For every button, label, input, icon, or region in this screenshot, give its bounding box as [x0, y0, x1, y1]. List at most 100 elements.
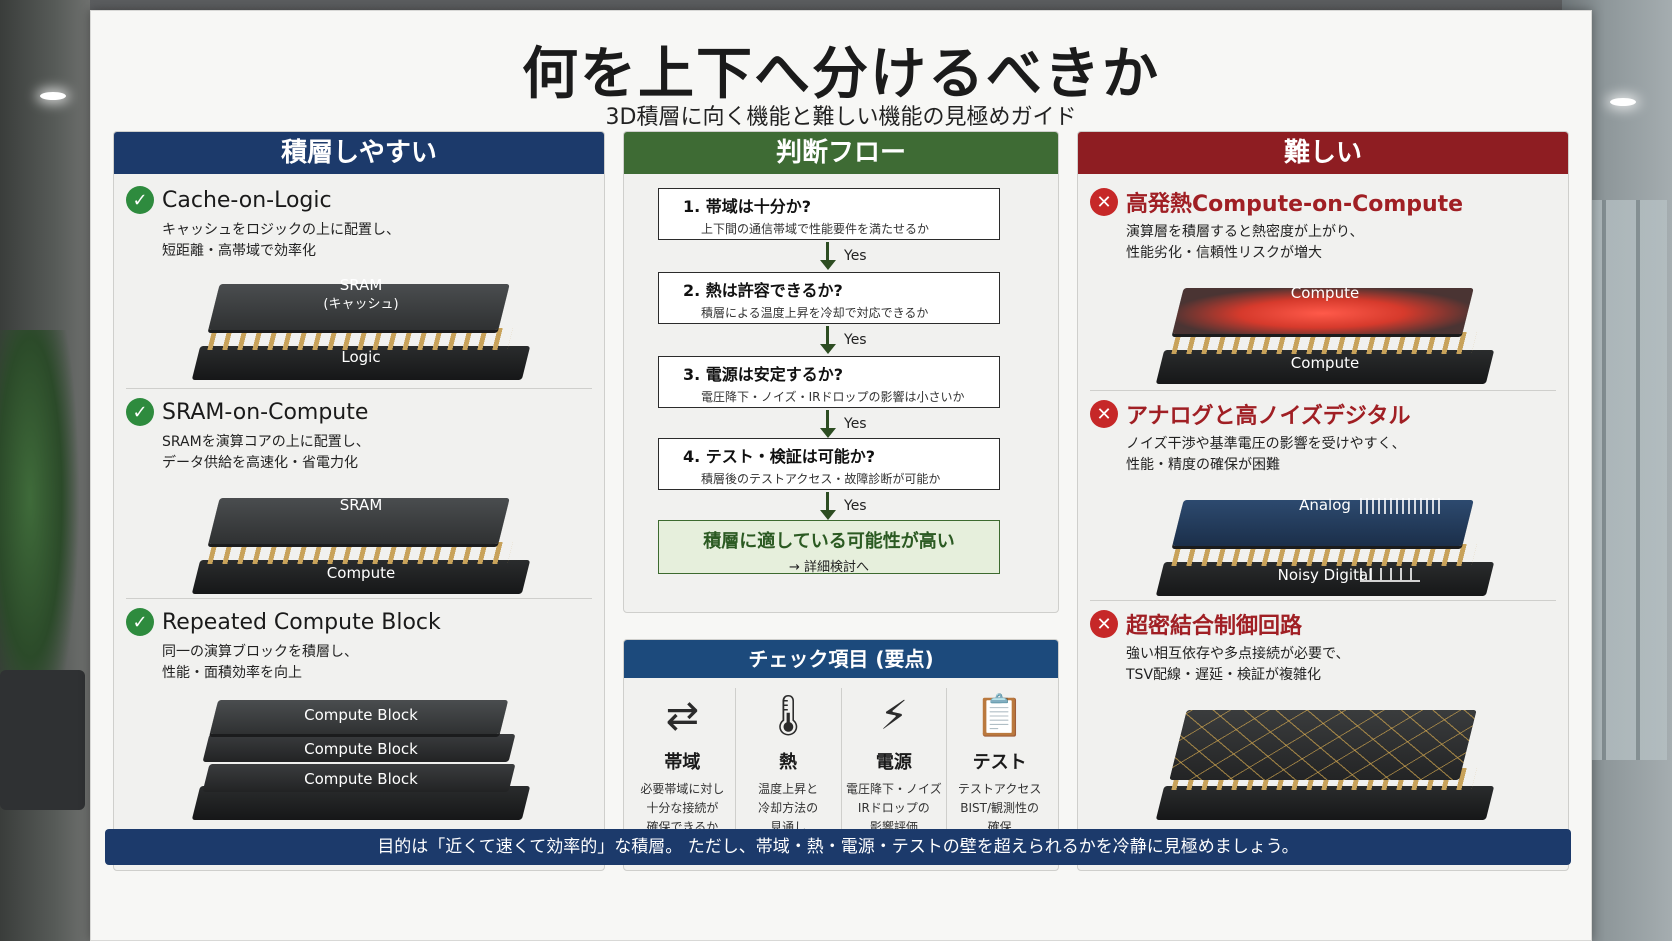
- divider: [126, 598, 592, 599]
- thermometer-icon: 🌡: [762, 693, 814, 739]
- check-desc: 電圧降下・ノイズ IRドロップの 影響評価: [846, 782, 942, 834]
- item-desc-line2: データ供給を高速化・省電力化: [162, 455, 358, 471]
- hard-item-analog-noisy-digital: ✕ アナログと高ノイズデジタル ノイズ干渉や基準電圧の影響を受けやすく、 性能・…: [1090, 398, 1556, 596]
- pot-decoration: [0, 670, 85, 810]
- check-test: 📋 テスト テストアクセス BIST/観測性の 確保: [947, 688, 1052, 858]
- item-title: アナログと高ノイズデジタル: [1126, 404, 1411, 429]
- ceiling-light: [1610, 98, 1636, 106]
- cross-icon: ✕: [1090, 188, 1118, 216]
- flow-subtext: 積層後のテストアクセス・故障診断が可能か: [701, 472, 941, 486]
- flow-step-4: 4. テスト・検証は可能か? 積層後のテストアクセス・故障診断が可能か: [658, 438, 1000, 490]
- check-icon: ✓: [126, 398, 154, 426]
- arrows-icon: ⇄: [665, 693, 700, 739]
- arrow-down-icon: [820, 492, 836, 522]
- flow-subtext: 上下間の通信帯域で性能要件を満たせるか: [701, 222, 930, 236]
- poster-subtitle: 3D積層に向く機能と難しい機能の見極めガイド: [605, 105, 1077, 130]
- chip-top-label: Compute: [1290, 284, 1360, 302]
- chip-top-sublabel: (キャッシュ): [323, 297, 399, 312]
- item-title: Repeated Compute Block: [162, 609, 441, 635]
- flow-step-1: 1. 帯域は十分か? 上下間の通信帯域で性能要件を満たせるか: [658, 188, 1000, 240]
- flow-yes-label: Yes: [844, 332, 867, 348]
- panel-checks-header: チェック項目 (要点): [624, 640, 1058, 678]
- flow-result: 積層に適している可能性が高い → 詳細検討へ: [658, 520, 1000, 575]
- flow-yes-label: Yes: [844, 498, 867, 514]
- footer-message: 目的は「近くて速くて効率的」な積層。 ただし、帯域・熱・電源・テストの壁を超えら…: [105, 829, 1571, 865]
- chip-layer-label: Compute Block: [304, 740, 418, 758]
- arrow-down-icon: [820, 242, 836, 272]
- chip-top-label: Analog: [1299, 496, 1351, 514]
- chip-illustration: Compute Block Compute Block Compute Bloc…: [191, 690, 531, 820]
- chip-top-label: SRAM: [339, 276, 383, 294]
- item-desc-line1: キャッシュをロジックの上に配置し、: [162, 222, 400, 238]
- flow-result-sub: → 詳細検討へ: [788, 560, 870, 575]
- flow-question: 1. 帯域は十分か?: [683, 197, 812, 216]
- lightning-icon: ⚡: [879, 693, 908, 739]
- divider: [1090, 390, 1556, 391]
- flow-yes-label: Yes: [844, 416, 867, 432]
- chip-illustration: Analog Noisy Digital: [1155, 484, 1495, 602]
- cross-icon: ✕: [1090, 400, 1118, 428]
- panel-difficult: 難しい ✕ 高発熱Compute-on-Compute 演算層を積層すると熱密度…: [1077, 131, 1569, 871]
- flow-question: 4. テスト・検証は可能か?: [683, 447, 876, 466]
- divider: [126, 388, 592, 389]
- mesh-network-icon: [1169, 710, 1477, 780]
- chip-bottom-label: Noisy Digital: [1277, 566, 1373, 584]
- arrow-down-icon: [820, 326, 836, 356]
- item-desc-line2: 性能・精度の確保が困難: [1126, 457, 1280, 473]
- item-desc-line2: 性能・面積効率を向上: [162, 665, 302, 681]
- easy-item-repeated-compute: ✓ Repeated Compute Block 同一の演算ブロックを積層し、 …: [126, 606, 592, 820]
- item-desc-line1: 同一の演算ブロックを積層し、: [162, 644, 358, 660]
- item-title: Cache-on-Logic: [162, 187, 332, 213]
- check-title: 熱: [779, 752, 798, 773]
- clipboard-icon: 📋: [974, 693, 1025, 739]
- check-title: 帯域: [664, 752, 701, 773]
- ceiling-light: [40, 92, 66, 100]
- chip-illustration: SRAM (キャッシュ) Logic: [191, 268, 531, 386]
- chip-illustration: SRAM Compute: [191, 482, 531, 600]
- poster-board: 何を上下へ分けるべきか 3D積層に向く機能と難しい機能の見極めガイド 積層しやす…: [90, 10, 1592, 941]
- easy-item-sram-on-compute: ✓ SRAM-on-Compute SRAMを演算コアの上に配置し、 データ供給…: [126, 396, 592, 594]
- item-title: 高発熱Compute-on-Compute: [1126, 192, 1464, 217]
- chip-bottom-label: Logic: [341, 348, 381, 366]
- easy-item-cache-on-logic: ✓ Cache-on-Logic キャッシュをロジックの上に配置し、 短距離・高…: [126, 184, 592, 380]
- item-desc-line2: 性能劣化・信頼性リスクが増大: [1126, 245, 1322, 261]
- item-desc-line1: 演算層を積層すると熱密度が上がり、: [1126, 224, 1364, 240]
- panel-easy: 積層しやすい ✓ Cache-on-Logic キャッシュをロジックの上に配置し…: [113, 131, 605, 871]
- chip-top-label: SRAM: [339, 496, 383, 514]
- chip-illustration: Compute Compute: [1155, 272, 1495, 390]
- poster-title: 何を上下へ分けるべきか: [522, 42, 1160, 107]
- check-power: ⚡ 電源 電圧降下・ノイズ IRドロップの 影響評価: [842, 688, 948, 858]
- panel-easy-header: 積層しやすい: [114, 132, 604, 174]
- hard-item-tightly-coupled-control: ✕ 超密結合制御回路 強い相互依存や多点接続が必要で、 TSV配線・遅延・検証が…: [1090, 608, 1556, 820]
- flow-question: 2. 熱は許容できるか?: [683, 281, 843, 300]
- chip-bottom-label: Compute: [326, 564, 396, 582]
- flow-step-3: 3. 電源は安定するか? 電圧降下・ノイズ・IRドロップの影響は小さいか: [658, 356, 1000, 408]
- divider: [1090, 600, 1556, 601]
- flow-result-title: 積層に適している可能性が高い: [703, 531, 955, 552]
- chip-layer-label: Compute Block: [304, 770, 418, 788]
- item-desc-line1: 強い相互依存や多点接続が必要で、: [1126, 646, 1350, 662]
- panel-decision-flow: 判断フロー 1. 帯域は十分か? 上下間の通信帯域で性能要件を満たせるか Yes…: [623, 131, 1059, 613]
- cross-icon: ✕: [1090, 610, 1118, 638]
- item-desc-line2: 短距離・高帯域で効率化: [162, 243, 316, 259]
- flow-yes-label: Yes: [844, 248, 867, 264]
- check-title: 電源: [875, 752, 912, 773]
- panel-difficult-header: 難しい: [1078, 132, 1568, 174]
- item-desc-line1: SRAMを演算コアの上に配置し、: [162, 434, 370, 450]
- waveform-icon: [1360, 498, 1440, 514]
- flow-subtext: 積層による温度上昇を冷却で対応できるか: [701, 306, 929, 320]
- item-title: 超密結合制御回路: [1126, 614, 1303, 639]
- check-icon: ✓: [126, 608, 154, 636]
- check-icon: ✓: [126, 186, 154, 214]
- flow-subtext: 電圧降下・ノイズ・IRドロップの影響は小さいか: [701, 390, 965, 404]
- square-wave-icon: [1360, 568, 1420, 582]
- flow-question: 3. 電源は安定するか?: [683, 365, 844, 384]
- flow-step-2: 2. 熱は許容できるか? 積層による温度上昇を冷却で対応できるか: [658, 272, 1000, 324]
- background-left: [0, 0, 90, 941]
- chip-bottom-label: Compute: [1290, 354, 1360, 372]
- item-title: SRAM-on-Compute: [162, 399, 369, 425]
- chip-layer-label: Compute Block: [304, 706, 418, 724]
- check-desc: テストアクセス BIST/観測性の 確保: [957, 782, 1042, 834]
- hard-item-compute-on-compute: ✕ 高発熱Compute-on-Compute 演算層を積層すると熱密度が上がり…: [1090, 186, 1556, 384]
- panel-flow-header: 判断フロー: [624, 132, 1058, 174]
